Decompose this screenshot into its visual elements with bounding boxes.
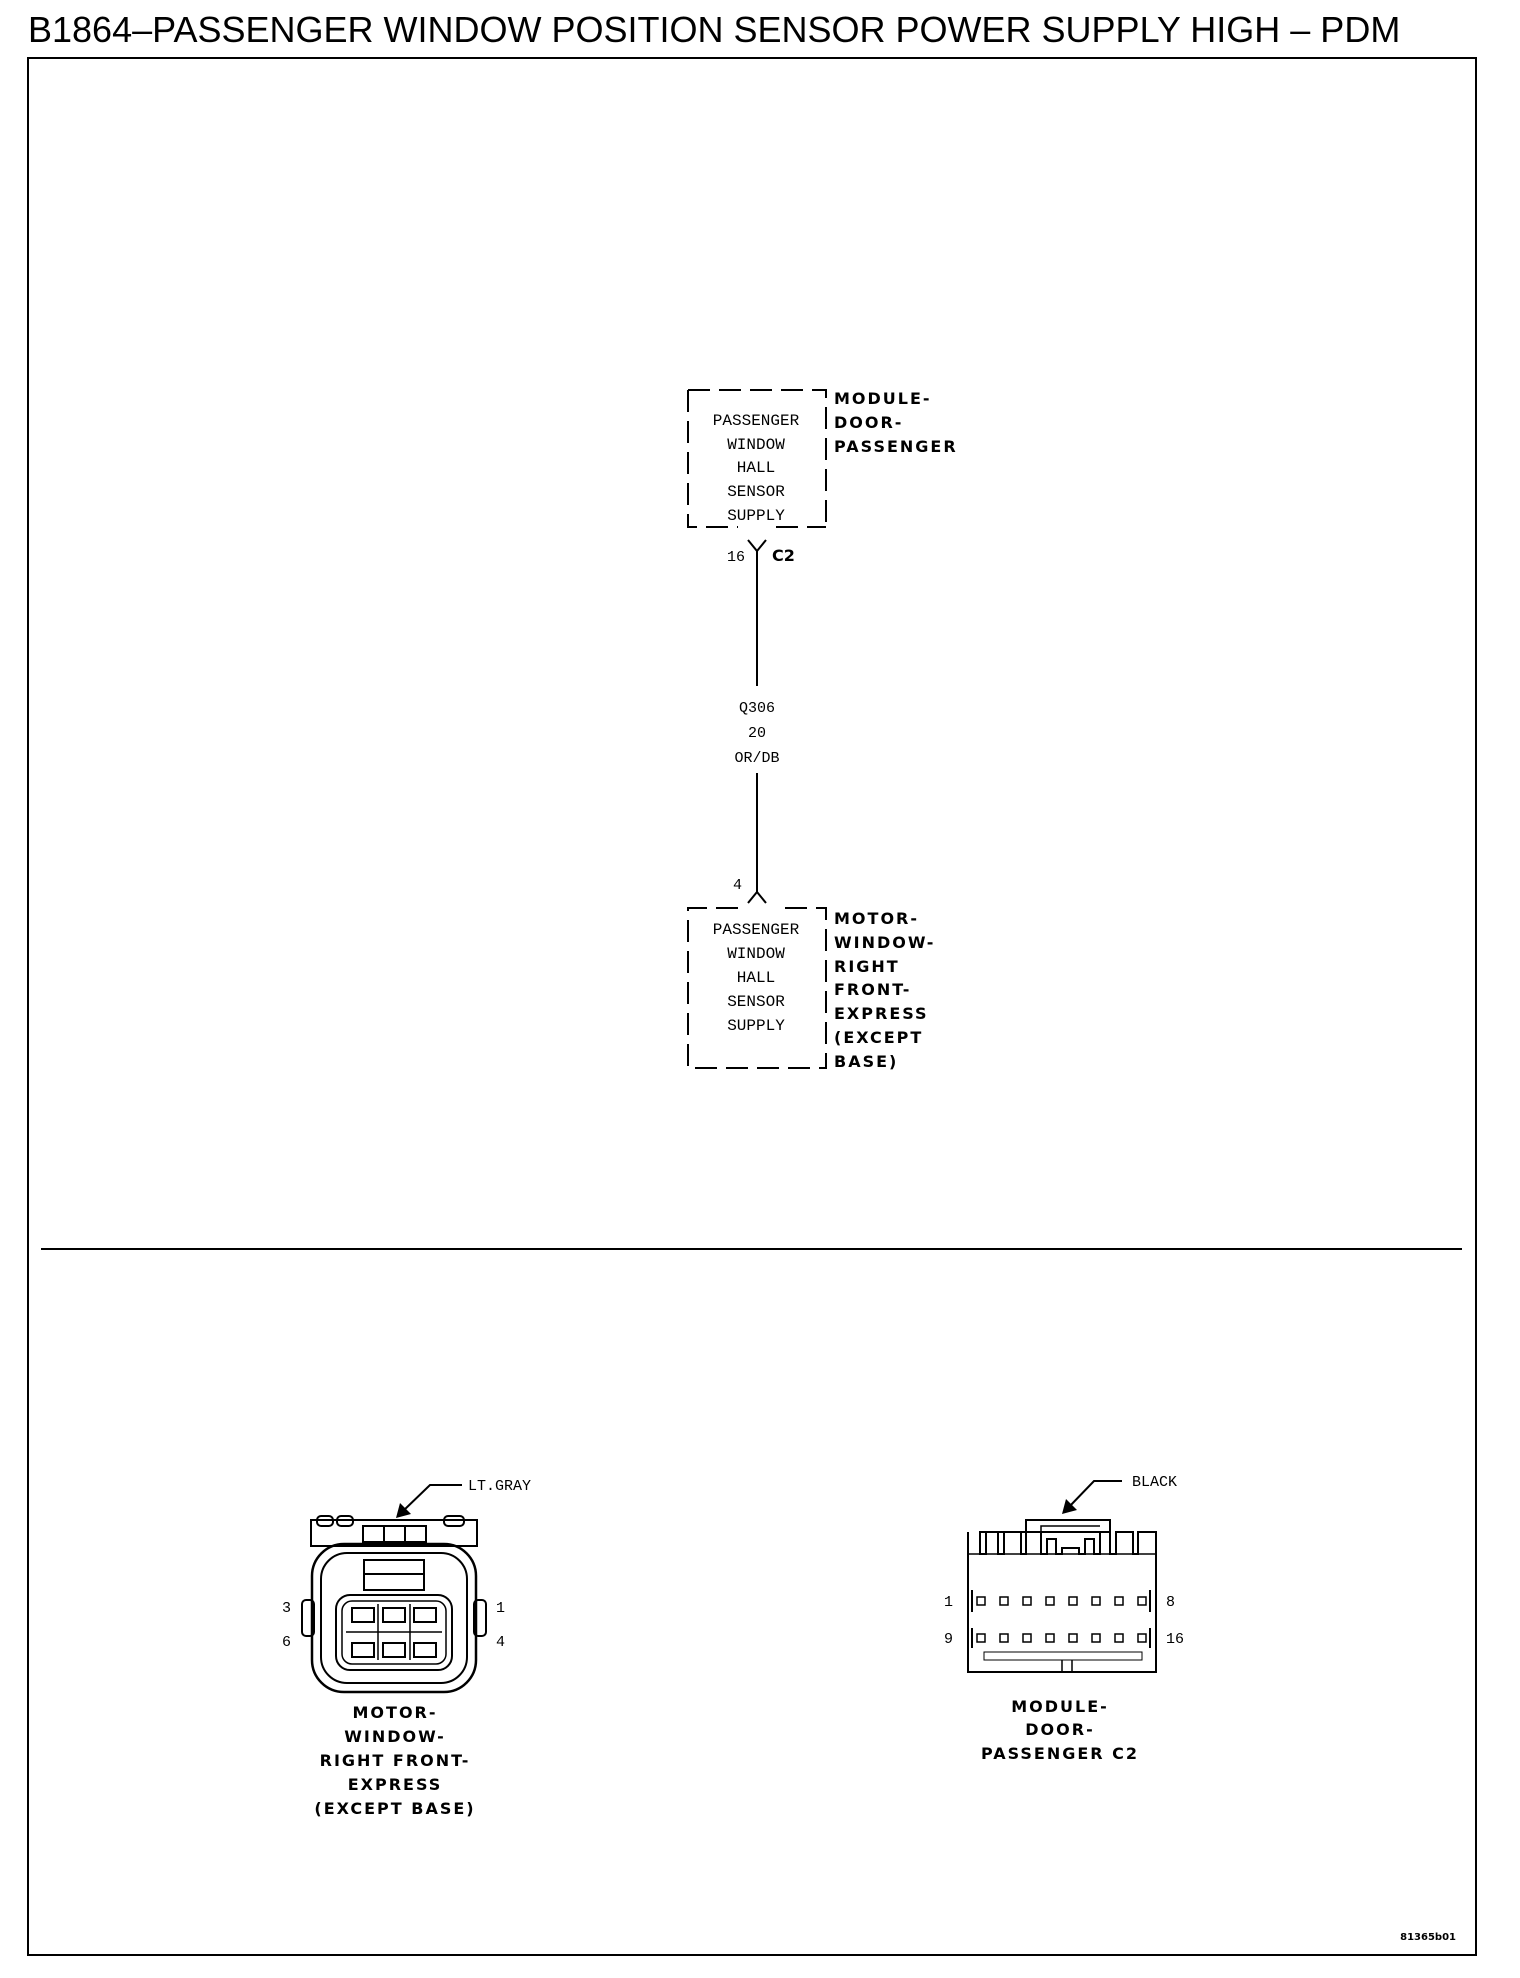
lower-component-label-4: FRONT- [834,980,911,999]
connector-left-pin-6: 6 [282,1634,291,1651]
connector-right-pin-9: 9 [944,1631,953,1648]
upper-component-line-3: HALL [737,459,775,477]
page-title: B1864–PASSENGER WINDOW POSITION SENSOR P… [28,9,1401,50]
cavity-3 [351,1607,375,1623]
lower-component-line-2: WINDOW [727,945,785,963]
lower-component: PASSENGER WINDOW HALL SENSOR SUPPLY MOTO… [687,907,935,1071]
upper-component-line-5: SUPPLY [727,507,785,525]
upper-connector-symbol: 16 C2 [727,539,795,566]
wire-circuit: Q306 [739,700,775,717]
connector-right-cavities-top [976,1596,1147,1606]
cavity-2 [382,1607,406,1623]
connector-right-caption-1: MODULE- [1011,1697,1109,1716]
connector-right-caption-3: PASSENGER C2 [981,1744,1139,1763]
connector-left-caption-5: (EXCEPT BASE) [314,1799,475,1818]
wire-gauge: 20 [748,725,766,742]
diagram-frame [27,57,1477,1956]
upper-component-box [687,389,827,528]
upper-component-label-3: PASSENGER [834,437,958,456]
lower-component-label-3: RIGHT [834,957,900,976]
connector-right: BLACK [944,1474,1184,1763]
upper-connector-id: C2 [772,546,795,565]
upper-component-label-2: DOOR- [834,413,903,432]
connector-left-leader [401,1484,462,1513]
upper-pin-number: 16 [727,549,745,566]
lower-component-label-6: (EXCEPT [834,1028,923,1047]
connector-right-body [967,1531,1157,1673]
connector-left-pin-1: 1 [496,1600,505,1617]
connector-left-caption-1: MOTOR- [353,1703,438,1722]
cavity-5 [382,1642,406,1658]
cavity-1 [413,1607,437,1623]
upper-component: PASSENGER WINDOW HALL SENSOR SUPPLY MODU… [687,389,958,528]
connector-right-pin-16: 16 [1166,1631,1184,1648]
wire-color: OR/DB [734,750,779,767]
connector-left-color: LT.GRAY [468,1478,531,1495]
connector-left-caption-4: EXPRESS [348,1775,443,1794]
lower-component-line-3: HALL [737,969,775,987]
upper-component-label-1: MODULE- [834,389,932,408]
connector-right-arrow-icon [1062,1499,1077,1514]
lower-connector-symbol: 4 [733,877,767,904]
figure-id: 81365b01 [1400,1932,1456,1943]
lower-component-box [687,907,827,1069]
connector-right-caption-2: DOOR- [1025,1720,1094,1739]
lower-component-line-4: SENSOR [727,993,785,1011]
lower-component-label-2: WINDOW- [834,933,935,952]
lower-component-label-5: EXPRESS [834,1004,929,1023]
lower-component-label-7: BASE) [834,1052,898,1071]
upper-component-line-1: PASSENGER [713,412,800,430]
connector-left-pin-4: 4 [496,1634,505,1651]
connector-right-pin-8: 8 [1166,1594,1175,1611]
lower-pin-number: 4 [733,877,742,894]
lower-component-line-1: PASSENGER [713,921,800,939]
upper-component-line-4: SENSOR [727,483,785,501]
connector-left-caption-2: WINDOW- [344,1727,445,1746]
connector-right-color: BLACK [1132,1474,1177,1491]
connector-right-leader [1067,1480,1122,1509]
cavity-6 [351,1642,375,1658]
connector-right-cavities-bottom [976,1633,1147,1643]
lower-component-line-5: SUPPLY [727,1017,785,1035]
lower-component-label-1: MOTOR- [834,909,919,928]
connector-left-caption-3: RIGHT FRONT- [320,1751,471,1770]
upper-component-line-2: WINDOW [727,436,785,454]
connector-left-arrow-icon [396,1503,411,1518]
cavity-4 [413,1642,437,1658]
connector-right-pin-1: 1 [944,1594,953,1611]
connector-left: LT.GRAY 3 6 1 4 MOTOR- [282,1478,531,1818]
connector-left-pin-3: 3 [282,1600,291,1617]
